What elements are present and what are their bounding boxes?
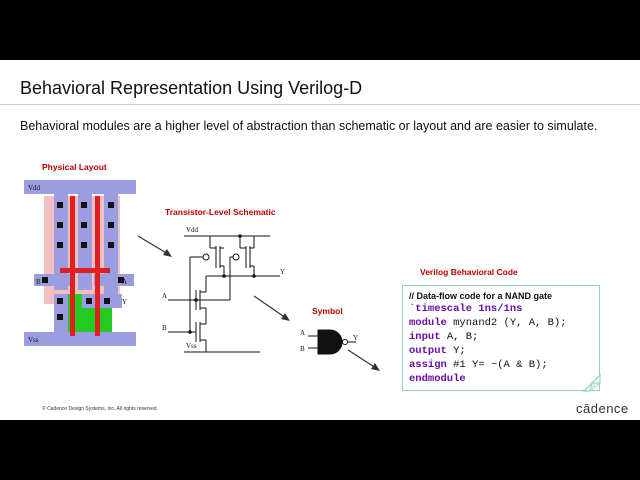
code-input-decl: A, B;: [440, 331, 479, 343]
transistor-schematic: Vdd Vss A B Y: [162, 226, 285, 353]
title-divider: [0, 104, 640, 105]
verilog-code-title: Verilog Behavioral Code: [420, 267, 518, 277]
contact-array: [42, 202, 124, 320]
schematic-pin-b-label: B: [162, 324, 167, 332]
layout-pin-a-label: A: [122, 278, 127, 286]
schematic-pin-y-label: Y: [280, 268, 285, 276]
code-keyword-endmodule: endmodule: [409, 373, 466, 385]
symbol-pin-b-label: B: [300, 345, 305, 353]
cadence-logo: cādence: [576, 401, 629, 416]
poly-link: [60, 268, 110, 273]
code-keyword-module: module: [409, 317, 447, 329]
poly-gate-a: [95, 196, 100, 336]
metal-column-middle: [78, 190, 92, 290]
code-output-decl: Y;: [446, 345, 466, 357]
vss-rail: [24, 332, 136, 346]
schematic-vdd-label: Vdd: [186, 226, 199, 234]
physical-layout-diagram: Vdd Vss B A Y: [24, 180, 136, 346]
slide: Behavioral Representation Using Verilog-…: [0, 60, 640, 420]
copyright-footer: © Cadence Design Systems, Inc. All right…: [42, 406, 158, 412]
slide-body-text: Behavioral modules are a higher level of…: [20, 119, 598, 133]
verilog-code-box: // Data-flow code for a NAND gate `times…: [402, 285, 600, 391]
symbol-title: Symbol: [312, 306, 343, 316]
code-assign-expr: #1 Y= ~(A & B);: [446, 359, 548, 371]
symbol-pin-a-label: A: [300, 329, 305, 337]
symbol-pin-y-label: Y: [353, 334, 358, 342]
metal-column-left: [54, 190, 68, 290]
physical-layout-title: Physical Layout: [42, 162, 107, 172]
code-keyword-output: output: [409, 345, 447, 357]
code-timescale: `timescale 1ns/1ns: [409, 303, 523, 315]
code-line-output: output Y;: [409, 344, 593, 358]
code-box-page-curl: [582, 373, 601, 392]
code-module-decl: mynand2 (Y, A, B);: [446, 317, 567, 329]
code-comment: // Data-flow code for a NAND gate: [409, 291, 553, 301]
layout-pin-b-label: B: [36, 278, 41, 286]
code-line-timescale: `timescale 1ns/1ns: [409, 302, 593, 316]
layout-vdd-label: Vdd: [28, 184, 41, 192]
code-line-assign: assign #1 Y= ~(A & B);: [409, 358, 593, 372]
code-line-input: input A, B;: [409, 330, 593, 344]
schematic-vss-label: Vss: [186, 342, 197, 350]
schematic-pin-a-label: A: [162, 292, 167, 300]
code-keyword-input: input: [409, 331, 441, 343]
slide-title: Behavioral Representation Using Verilog-…: [20, 78, 363, 98]
arrow-symbol-to-code: [347, 349, 380, 371]
arrow-schematic-to-symbol: [253, 295, 290, 321]
arrow-layout-to-schematic: [137, 235, 172, 257]
layout-vss-label: Vss: [28, 336, 39, 344]
poly-gate-b: [70, 196, 75, 336]
layout-pin-y-label: Y: [122, 298, 127, 306]
nand-gate-symbol: A B Y: [300, 329, 358, 355]
code-line-endmodule: endmodule: [409, 372, 593, 386]
code-line-module: module mynand2 (Y, A, B);: [409, 316, 593, 330]
code-keyword-assign: assign: [409, 359, 447, 371]
metal-output-strap: [82, 294, 122, 308]
schematic-title: Transistor-Level Schematic: [165, 207, 276, 217]
